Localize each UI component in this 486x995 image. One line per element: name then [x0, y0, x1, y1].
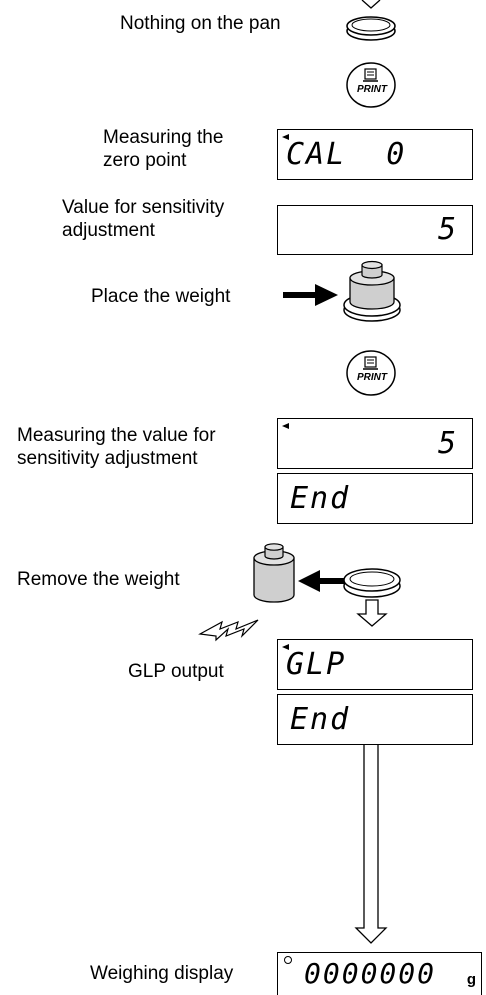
label-value-sensitivity-line1: Value for sensitivity [62, 197, 225, 218]
down-arrow-long-icon [354, 732, 388, 944]
removed-weight-icon [253, 543, 295, 603]
zero-indicator-icon [284, 956, 292, 964]
display-end-2-text: End [290, 702, 351, 737]
display-sensitivity-value: 5 [277, 205, 473, 255]
label-place-weight: Place the weight [91, 286, 231, 307]
label-measuring-value-line1: Measuring the value for [17, 425, 216, 446]
display-weighing-text: 0000000 [304, 957, 437, 990]
print-key-2-icon [346, 350, 396, 396]
label-value-sensitivity-line2: adjustment [62, 220, 155, 241]
down-arrow-small-icon [356, 599, 388, 627]
empty-pan-icon [343, 568, 401, 598]
print-key-2-label: PRINT [357, 372, 387, 383]
display-cal-zero-text: CAL 0 [286, 137, 407, 172]
display-weighing-unit: g [466, 971, 476, 988]
display-measuring-sensitivity-text: 5 [437, 426, 458, 461]
display-end-2: End [277, 694, 473, 745]
glp-output-arrow-icon [198, 619, 259, 642]
display-end-1-text: End [290, 481, 351, 516]
stable-indicator-icon [282, 644, 289, 650]
display-weighing: 0000000 g [277, 952, 482, 995]
print-key-1-label: PRINT [357, 84, 387, 95]
label-remove-weight: Remove the weight [17, 569, 180, 590]
stable-indicator-icon [282, 423, 289, 429]
empty-pan-top-icon [346, 0, 396, 41]
arrow-right-icon [283, 284, 338, 306]
display-glp: GLP [277, 639, 473, 690]
display-measuring-sensitivity: 5 [277, 418, 473, 469]
stable-indicator-icon [282, 134, 289, 140]
display-end-1: End [277, 473, 473, 524]
label-glp-output: GLP output [128, 661, 224, 682]
arrow-left-icon [298, 570, 350, 592]
display-cal-zero: CAL 0 [277, 129, 473, 180]
label-measuring-zero-line2: zero point [103, 150, 187, 171]
label-weighing-display: Weighing display [90, 963, 234, 984]
print-key-1-icon [346, 62, 396, 108]
label-measuring-value-line2: sensitivity adjustment [17, 448, 198, 469]
label-nothing-on-pan: Nothing on the pan [120, 13, 281, 34]
display-sensitivity-value-text: 5 [437, 212, 458, 247]
display-glp-text: GLP [286, 647, 347, 682]
label-measuring-zero-line1: Measuring the [103, 127, 224, 148]
weight-on-pan-icon [343, 260, 401, 322]
